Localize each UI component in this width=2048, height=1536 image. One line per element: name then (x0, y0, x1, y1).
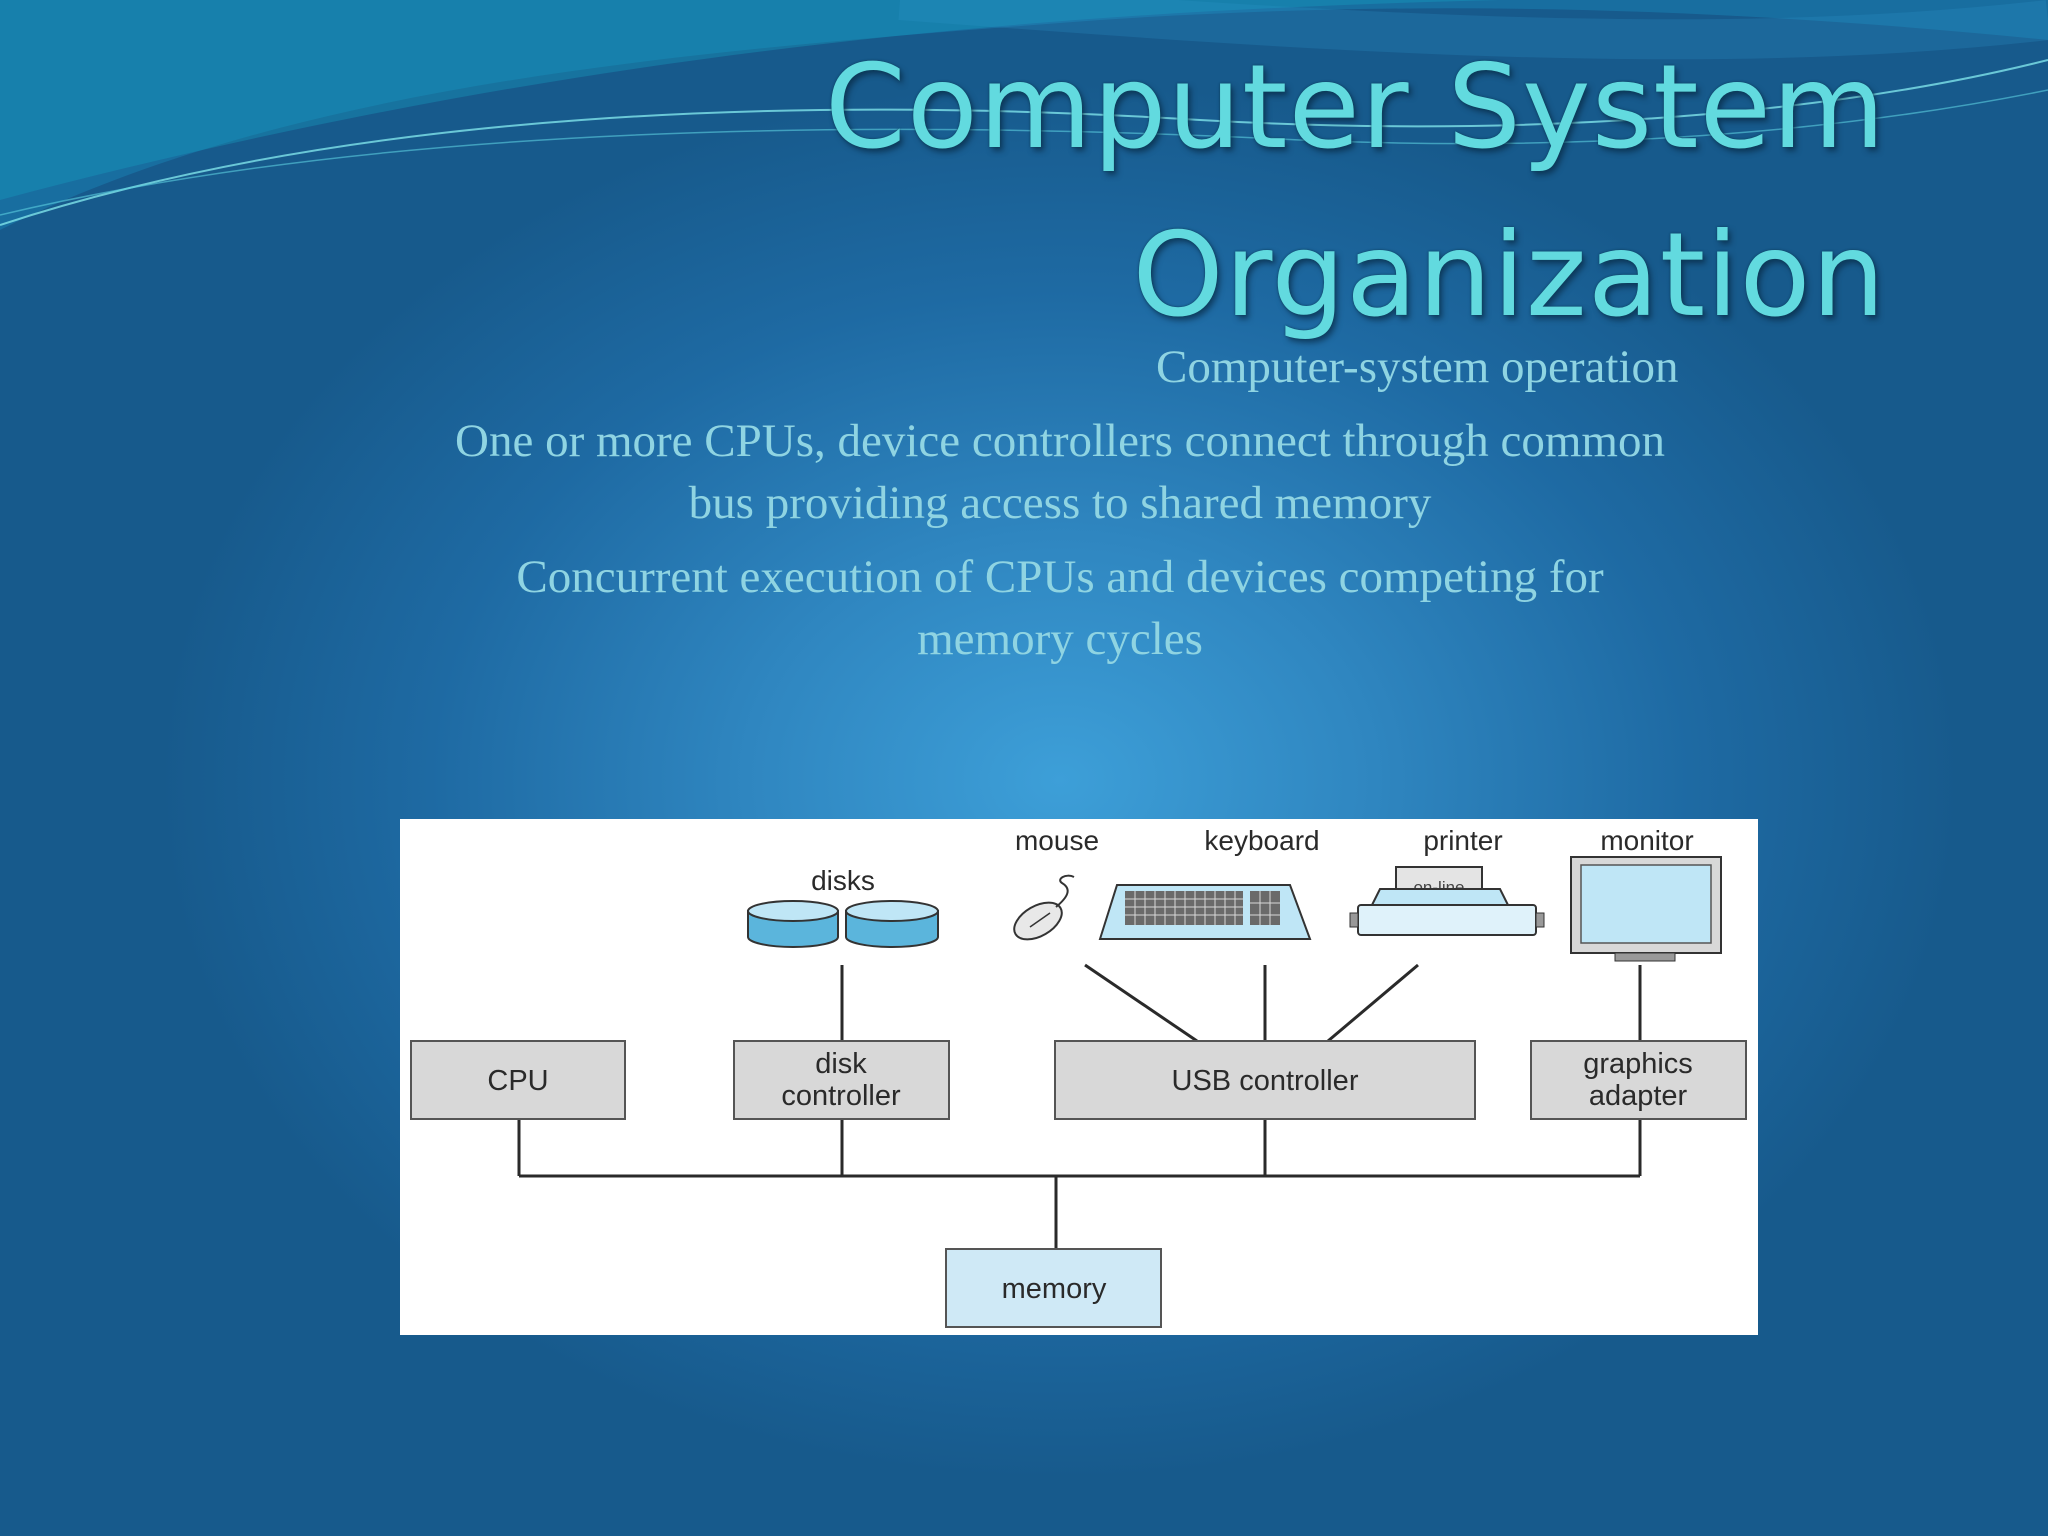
graphics-adapter-box: graphics adapter (1530, 1040, 1747, 1120)
bullet-2-line-1: Concurrent execution of CPUs and devices… (516, 551, 1604, 603)
bullet-1: One or more CPUs, device controllers con… (380, 410, 1740, 534)
disk-controller-label-1: disk (815, 1048, 867, 1080)
graphics-adapter-label-1: graphics (1583, 1048, 1693, 1080)
graphics-adapter-label-2: adapter (1589, 1080, 1688, 1112)
memory-label: memory (1002, 1273, 1107, 1305)
diagram-svg: CPU disk controller USB controller graph… (410, 825, 1747, 1328)
monitor-label: monitor (1600, 825, 1693, 856)
usb-controller-label: USB controller (1172, 1065, 1359, 1097)
monitor-icon (1570, 856, 1722, 962)
memory-box: memory (945, 1248, 1162, 1328)
slide-subtitle: Computer-system operation (1156, 341, 1679, 393)
cpu-box: CPU (410, 1040, 626, 1120)
bullet-2: Concurrent execution of CPUs and devices… (380, 546, 1740, 670)
disk-controller-label-2: controller (781, 1080, 901, 1112)
keyboard-icon (1098, 884, 1312, 940)
bullet-1-line-2: bus providing access to shared memory (688, 477, 1432, 529)
mouse-icon (1013, 874, 1075, 941)
cpu-label: CPU (487, 1065, 548, 1097)
decorative-swoosh (0, 0, 2048, 230)
slide-title-line-2: Organization (1132, 208, 1886, 343)
bus-wires (517, 963, 1642, 1249)
system-organization-diagram: CPU disk controller USB controller graph… (400, 819, 1758, 1335)
bullet-2-line-2: memory cycles (917, 613, 1203, 665)
bullet-1-line-1: One or more CPUs, device controllers con… (455, 415, 1665, 467)
disks-icon (747, 900, 939, 948)
mouse-label: mouse (1015, 825, 1099, 856)
printer-icon: on-line (1349, 866, 1545, 936)
slide-title-line-1: Computer System (824, 40, 1886, 175)
printer-label: printer (1423, 825, 1502, 856)
disks-label: disks (811, 865, 875, 896)
mouse-usb-link (1084, 963, 1198, 1043)
printer-usb-link (1327, 963, 1419, 1043)
usb-controller-box: USB controller (1054, 1040, 1476, 1120)
disk-controller-box: disk controller (733, 1040, 950, 1120)
keyboard-label: keyboard (1204, 825, 1319, 856)
